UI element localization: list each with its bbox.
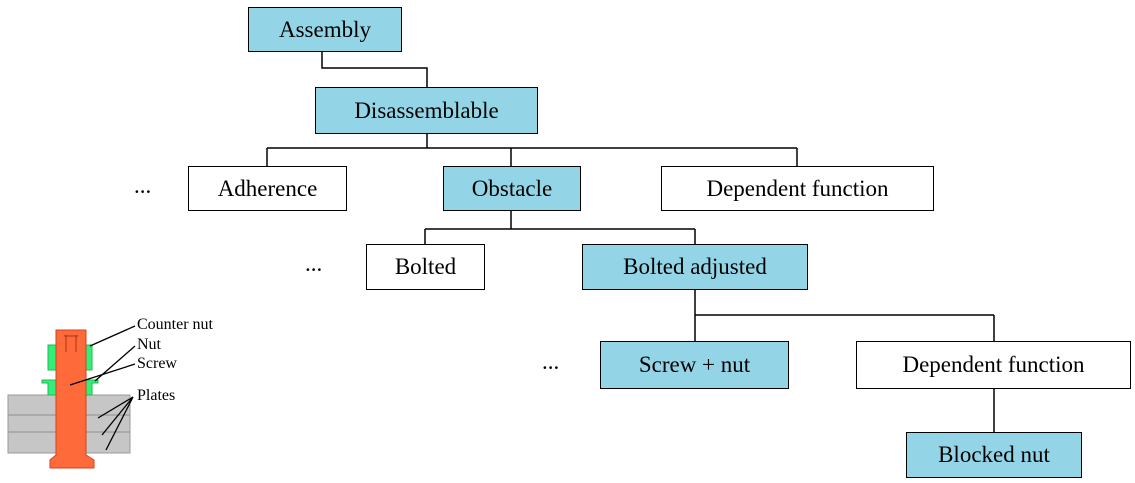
node-bolted: Bolted — [366, 244, 485, 290]
node-bolted-adjusted: Bolted adjusted — [582, 244, 808, 290]
node-dependent-function-bottom: Dependent function — [856, 341, 1131, 389]
label-plates: Plates — [137, 387, 176, 404]
label-nut: Nut — [137, 336, 161, 353]
nut-leader — [94, 345, 136, 382]
ellipsis-level3: ... — [305, 251, 323, 276]
connector-assembly-disassemblable — [321, 52, 428, 87]
bolt-illustration — [7, 329, 131, 469]
plates-leader — [101, 396, 134, 436]
label-screw: Screw — [137, 355, 177, 372]
plates-leader — [105, 396, 134, 451]
connector-lines — [266, 52, 995, 432]
counter-nut-leader — [89, 325, 136, 347]
node-blocked-nut: Blocked nut — [906, 432, 1082, 478]
node-assembly: Assembly — [248, 7, 402, 52]
screw-shape — [49, 329, 95, 469]
node-disassemblable: Disassemblable — [315, 87, 538, 134]
ellipsis-level4: ... — [542, 349, 560, 374]
node-dependent-function-top: Dependent function — [661, 166, 934, 211]
label-leader-lines — [69, 325, 136, 451]
ellipsis-level2: ... — [134, 173, 152, 198]
node-obstacle: Obstacle — [443, 166, 581, 211]
node-screw-nut: Screw + nut — [600, 341, 789, 389]
plates-leader — [97, 396, 134, 419]
screw-leader — [69, 363, 136, 386]
node-adherence: Adherence — [188, 166, 347, 211]
label-counter-nut: Counter nut — [137, 316, 213, 333]
